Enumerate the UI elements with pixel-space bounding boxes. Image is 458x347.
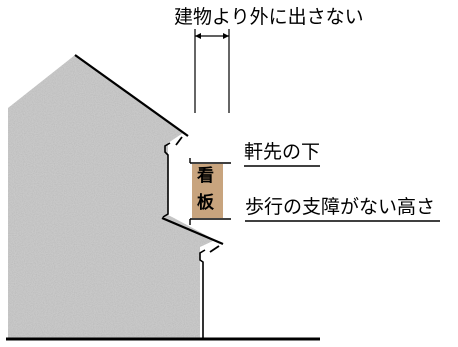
under-eaves-label: 軒先の下 — [244, 141, 321, 163]
limit-arrow-head-left — [195, 33, 201, 39]
sign-text-line1: 看 — [197, 166, 214, 186]
walkway-height-label: 歩行の支障がない高さ — [245, 196, 436, 218]
upper-eave-underside — [175, 136, 183, 146]
upper-roof-line — [74, 54, 189, 137]
lower-wall-line — [199, 249, 206, 338]
lower-eave-underside — [209, 245, 220, 253]
sign-board — [192, 164, 223, 218]
sign-text-line2: 板 — [197, 193, 214, 213]
building-limit-label: 建物より外に出さない — [174, 6, 364, 28]
lower-roof-line — [161, 216, 224, 246]
limit-arrow-head-right — [223, 33, 229, 39]
upper-wall-line — [162, 142, 171, 218]
building-silhouette — [8, 55, 215, 338]
